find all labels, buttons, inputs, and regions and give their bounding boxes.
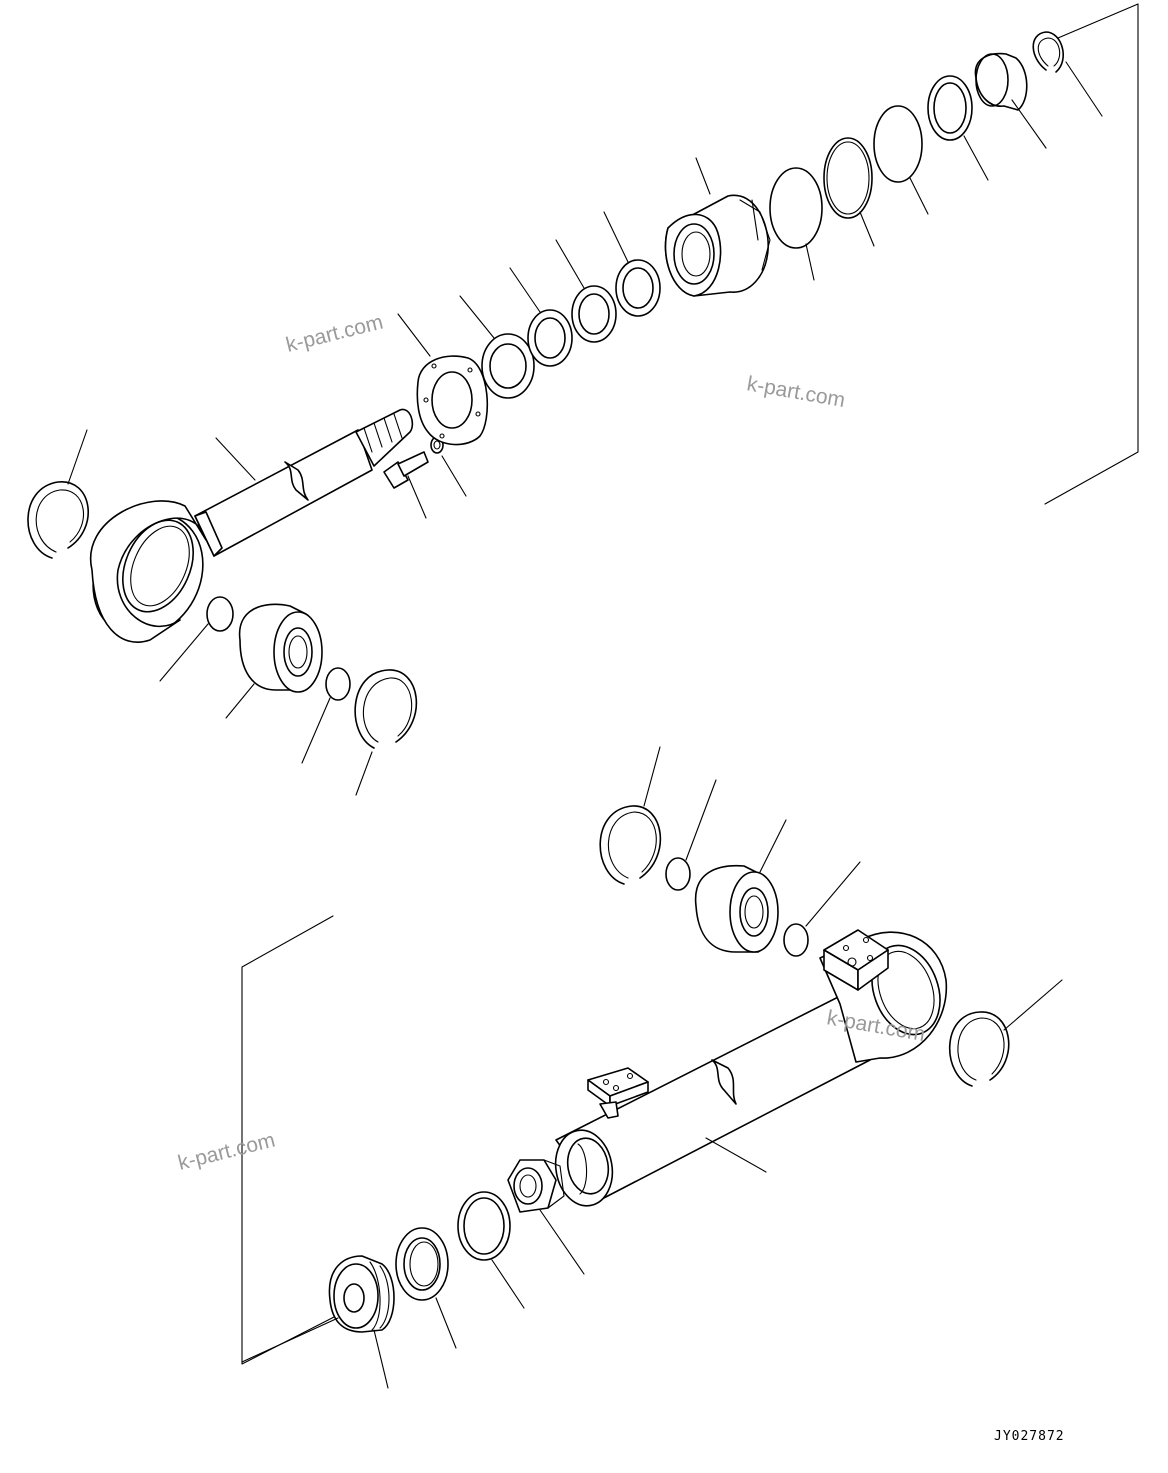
backup-ring xyxy=(769,167,823,281)
piston-seal xyxy=(395,1227,457,1349)
piston-wear-ring xyxy=(457,1191,525,1309)
backup-ring-2 xyxy=(873,105,929,215)
snap-ring-bottom-right xyxy=(948,979,1063,1087)
snap-ring-top-right xyxy=(1032,31,1103,117)
bushing-ring xyxy=(603,211,661,317)
o-ring-left-2 xyxy=(301,667,351,764)
frame-bracket-top xyxy=(1044,3,1139,505)
piston-ring xyxy=(927,75,989,181)
drawing-code: JY027872 xyxy=(994,1429,1065,1444)
o-ring-bottom-1 xyxy=(665,779,717,891)
dust-seal xyxy=(459,295,535,399)
snap-ring-bottom-left xyxy=(599,746,662,885)
piston-rod xyxy=(89,408,414,643)
o-ring-bottom-2 xyxy=(783,861,861,957)
watermark-1: k-part.com xyxy=(284,311,386,357)
spherical-bushing-left xyxy=(225,603,323,719)
snap-ring-left-lower xyxy=(354,669,418,796)
piston xyxy=(241,1255,395,1389)
wear-ring xyxy=(974,52,1047,149)
o-ring-head xyxy=(823,137,875,247)
cylinder-tube xyxy=(554,929,948,1207)
rod-packing-1 xyxy=(509,267,573,367)
cylinder-head xyxy=(664,157,771,297)
snap-ring-top-left xyxy=(27,429,89,559)
watermark-2: k-part.com xyxy=(745,372,847,412)
bolt xyxy=(383,451,429,519)
washer xyxy=(430,436,467,497)
rod-packing-2 xyxy=(555,239,617,343)
spherical-bushing-right xyxy=(694,819,787,953)
retainer-plate xyxy=(397,313,489,446)
watermark-4: k-part.com xyxy=(176,1129,278,1175)
o-ring-left-1 xyxy=(159,596,234,682)
piston-nut xyxy=(507,1159,585,1275)
